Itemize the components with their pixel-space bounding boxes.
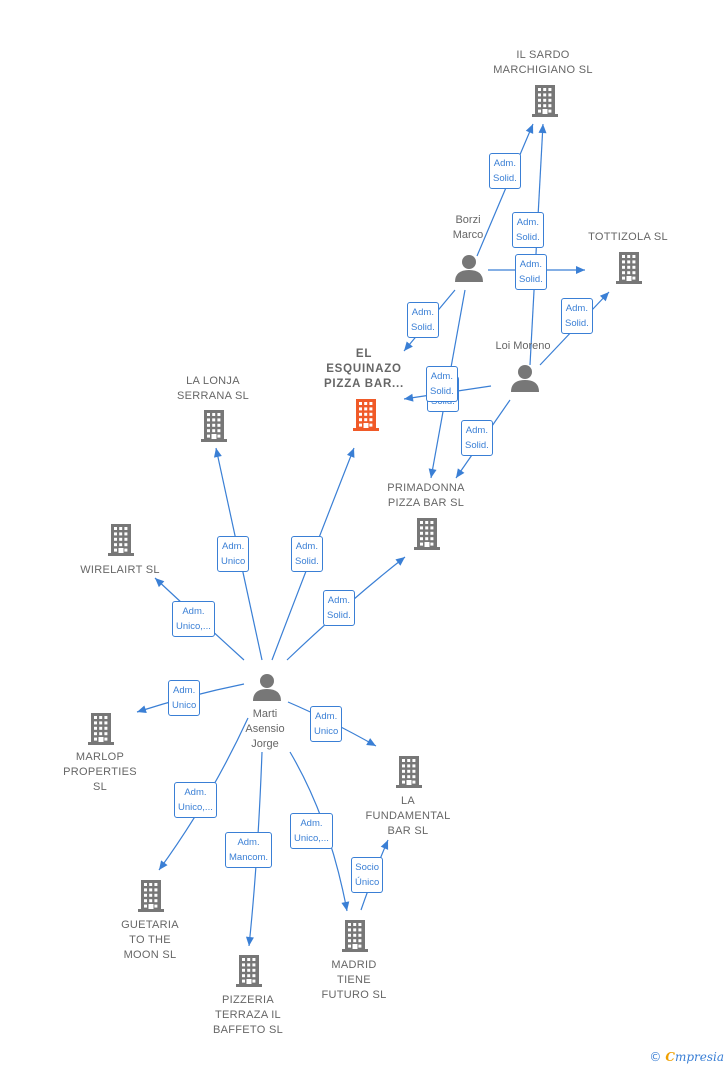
edge-arrow: [456, 468, 465, 478]
relation-label: Adm. Solid.: [512, 212, 544, 248]
edge-arrow: [346, 448, 355, 458]
relation-label: Adm. Solid.: [489, 153, 521, 189]
company-name-label[interactable]: GUETARIA TO THE MOON SL: [121, 919, 179, 961]
company-building-icon[interactable]: [88, 713, 114, 745]
edge-arrow: [137, 705, 147, 714]
edge-arrow: [404, 341, 413, 351]
company-building-icon[interactable]: [616, 252, 642, 284]
relation-label: Adm. Mancom.: [225, 832, 273, 868]
company-building-icon[interactable]: [396, 756, 422, 788]
edge-arrow: [366, 738, 376, 746]
relation-label: Adm. Solid.: [515, 254, 547, 290]
company-name-label[interactable]: WIRELAIRT SL: [80, 564, 160, 576]
edge-arrow: [155, 578, 165, 588]
edge-arrow: [341, 901, 350, 911]
empresia-watermark: ©Cmpresia: [649, 1050, 724, 1064]
person-name-label[interactable]: Marti Asensio Jorge: [245, 708, 285, 750]
company-name-label[interactable]: PIZZERIA TERRAZA IL BAFFETO SL: [212, 994, 284, 1036]
edge-arrow: [525, 124, 534, 134]
company-name-label[interactable]: EL ESQUINAZO PIZZA BAR...: [323, 348, 405, 390]
company-building-icon[interactable]: [108, 524, 134, 556]
company-name-label[interactable]: MARLOP PROPERTIES SL: [63, 751, 137, 793]
relation-label: Adm. Unico,...: [172, 601, 215, 637]
person-name-label[interactable]: Loi Moreno: [495, 340, 551, 352]
company-name-label[interactable]: TOTTIZOLA SL: [588, 231, 668, 243]
company-name-label[interactable]: LA FUNDAMENTAL BAR SL: [365, 795, 451, 837]
person-icon[interactable]: [253, 674, 281, 701]
edge-arrow: [395, 557, 405, 566]
person-icon[interactable]: [455, 255, 483, 282]
relation-label: Socio Único: [351, 857, 384, 893]
company-building-icon[interactable]: [201, 410, 227, 442]
company-name-label[interactable]: LA LONJA SERRANA SL: [176, 375, 250, 402]
person-icon[interactable]: [511, 365, 539, 392]
company-building-icon[interactable]: [414, 518, 440, 550]
edge-arrow: [538, 124, 547, 134]
company-building-icon[interactable]: [236, 955, 262, 987]
edge-arrow: [213, 448, 222, 458]
relation-label: Adm. Unico,...: [174, 782, 217, 818]
edge-line: [476, 123, 534, 257]
company-name-label[interactable]: IL SARDO MARCHIGIANO SL: [493, 49, 593, 76]
edge-arrow: [245, 936, 254, 946]
person-name-label[interactable]: Borzi Marco: [452, 214, 484, 241]
relation-label: Adm. Solid.: [426, 366, 458, 402]
relation-label: Adm. Unico: [168, 680, 201, 716]
relation-label: Adm. Solid.: [561, 298, 593, 334]
edge-arrow: [428, 468, 437, 478]
main-company-building-icon[interactable]: [353, 399, 379, 431]
edge-arrow: [599, 292, 609, 302]
edge-arrow: [576, 266, 585, 274]
company-name-label[interactable]: PRIMADONNA PIZZA BAR SL: [387, 482, 465, 509]
edge-arrow: [380, 840, 389, 850]
relation-label: Adm. Solid.: [291, 536, 323, 572]
edge-arrow: [404, 393, 414, 402]
relation-label: Adm. Solid.: [407, 302, 439, 338]
relation-label: Adm. Unico,...: [290, 813, 333, 849]
edge-arrow: [159, 860, 168, 870]
company-building-icon[interactable]: [342, 920, 368, 952]
company-building-icon[interactable]: [532, 85, 558, 117]
relation-label: Adm. Solid.: [461, 420, 493, 456]
relation-label: Adm. Unico: [310, 706, 343, 742]
relation-label: Adm. Unico: [217, 536, 250, 572]
company-name-label[interactable]: MADRID TIENE FUTURO SL: [321, 959, 387, 1001]
company-building-icon[interactable]: [138, 880, 164, 912]
relation-label: Adm. Solid.: [323, 590, 355, 626]
